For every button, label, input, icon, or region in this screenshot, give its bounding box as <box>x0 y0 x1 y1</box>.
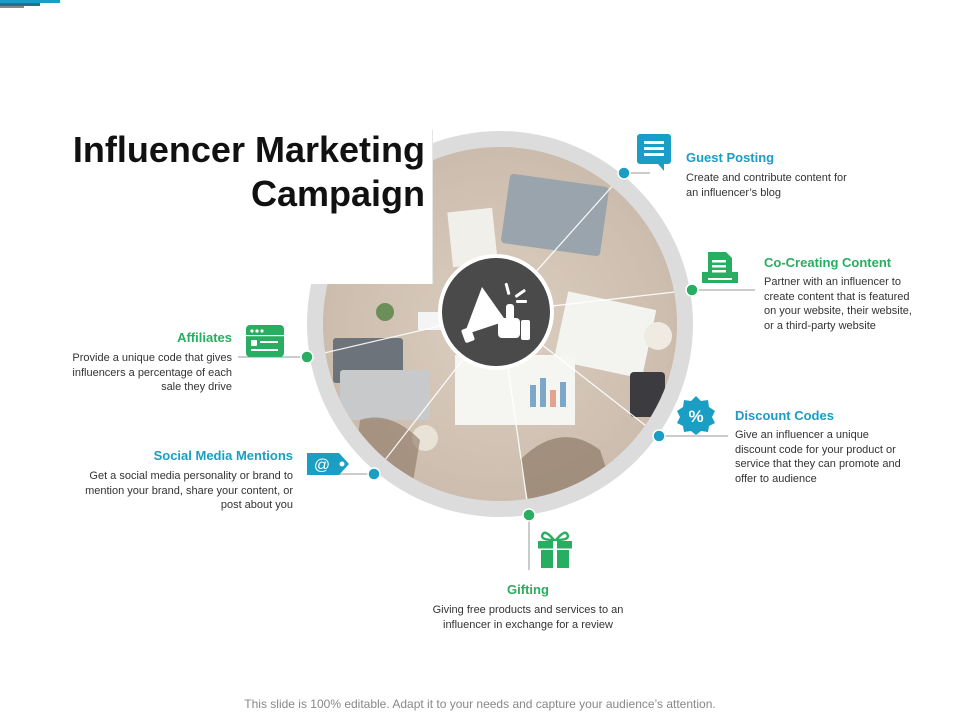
marker-guest-posting <box>617 166 631 180</box>
social-mentions-desc-line: post about you <box>220 499 293 511</box>
svg-text:%: % <box>688 407 703 426</box>
gifting-desc-line: Giving free products and services to an <box>432 604 624 616</box>
discount-codes-title: Discount Codes <box>735 408 834 423</box>
megaphone-thumbs-up-icon <box>461 282 530 343</box>
content-tray-icon <box>702 252 738 283</box>
social-mentions-title: Social Media Mentions <box>153 448 293 463</box>
svg-text:@: @ <box>314 457 330 474</box>
percent-badge-icon: % <box>677 396 715 435</box>
affiliates-desc-line: influencers a percentage of each <box>72 366 232 379</box>
guest-posting-desc-line: Create and contribute content for <box>686 172 847 184</box>
affiliates-desc-line: Provide a unique code that gives <box>72 352 232 364</box>
discount-codes-desc-line: Give an influencer a unique <box>735 429 869 441</box>
guest-posting-desc-line: an influencer’s blog <box>686 186 781 199</box>
gifting-desc-line: influencer in exchange for a review <box>443 618 613 631</box>
title-backdrop <box>300 130 433 284</box>
at-tag-icon: @ <box>307 453 349 475</box>
corner-accent <box>0 0 60 8</box>
gifting-desc: Giving free products and services to an … <box>397 603 659 632</box>
slide-title: Influencer Marketing Campaign <box>73 128 425 216</box>
co-creating-desc-line: create content that is featured <box>764 290 910 303</box>
co-creating-desc-line: on your website, their website, <box>764 305 912 317</box>
gift-icon <box>538 531 572 568</box>
affiliates-desc: Provide a unique code that gives influen… <box>32 351 232 395</box>
guest-posting-desc: Create and contribute content for an inf… <box>686 171 847 200</box>
slide-title-line1: Influencer Marketing <box>72 129 425 170</box>
footer-note: This slide is 100% editable. Adapt it to… <box>244 697 716 711</box>
co-creating-desc: Partner with an influencer to create con… <box>764 275 912 333</box>
marker-social <box>367 467 381 481</box>
co-creating-desc-line: Partner with an influencer to <box>764 276 901 288</box>
office-photo <box>323 147 677 501</box>
slide-title-line2: Campaign <box>250 173 425 214</box>
discount-codes-desc-line: discount code for your product or <box>735 443 896 456</box>
social-mentions-desc-line: Get a social media personality or brand … <box>89 470 293 482</box>
guest-posting-title: Guest Posting <box>686 150 775 165</box>
discount-codes-desc-line: service that they can promote and <box>735 458 901 470</box>
marker-gifting <box>522 508 536 522</box>
chat-document-icon <box>637 134 671 171</box>
co-creating-desc-line: or a third-party website <box>764 319 876 332</box>
browser-window-icon <box>246 325 284 357</box>
discount-codes-desc: Give an influencer a unique discount cod… <box>735 428 901 486</box>
discount-codes-desc-line: offer to audience <box>735 472 817 485</box>
social-mentions-desc-line: mention your brand, share your content, … <box>85 484 293 497</box>
co-creating-title: Co-Creating Content <box>764 255 892 270</box>
affiliates-desc-line: sale they drive <box>161 381 232 393</box>
marker-discount <box>652 429 666 443</box>
social-mentions-desc: Get a social media personality or brand … <box>43 469 293 513</box>
marker-co-creating <box>685 283 699 297</box>
affiliates-title: Affiliates <box>177 330 232 345</box>
marker-affiliates <box>300 350 314 364</box>
gifting-title: Gifting <box>507 582 549 597</box>
